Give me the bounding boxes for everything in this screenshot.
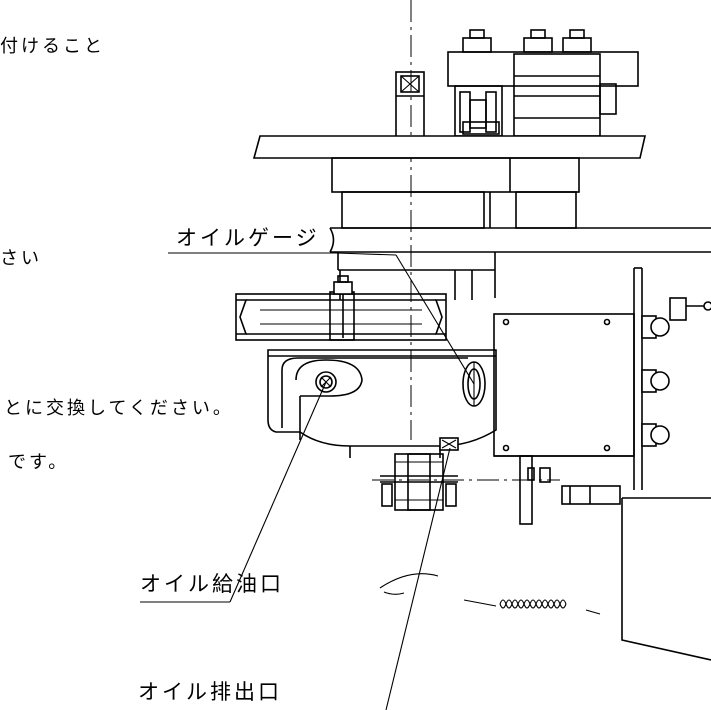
gear-block: [331, 157, 580, 229]
pulley-bolt: [333, 275, 353, 338]
leader-lines: [140, 252, 475, 710]
oil-gearbox: [267, 349, 497, 458]
panel-knobs: [641, 297, 711, 447]
oil-drain-port-label: オイル排出口: [138, 680, 282, 704]
pulley: [235, 291, 447, 341]
oil-drain-plug: [439, 437, 459, 451]
main-beam: [329, 227, 711, 298]
note-line-2: さい: [0, 248, 42, 269]
note-line-3: とに交換してください。: [4, 398, 234, 419]
lower-housing: [339, 270, 473, 300]
note-line-1: 付けること: [0, 36, 105, 57]
top-gear-unit: [447, 51, 639, 137]
top-bearing-left: [395, 71, 425, 141]
oil-fill-port-label: オイル給油口: [140, 572, 284, 596]
wire-spring: [379, 573, 601, 615]
top-plate: [252, 135, 647, 159]
control-box: [493, 313, 635, 525]
note-line-4: です。: [8, 452, 70, 473]
frame-bracket: [561, 485, 621, 505]
top-bolts: [462, 29, 592, 53]
oil-gauge-label: オイルゲージ: [176, 226, 320, 250]
